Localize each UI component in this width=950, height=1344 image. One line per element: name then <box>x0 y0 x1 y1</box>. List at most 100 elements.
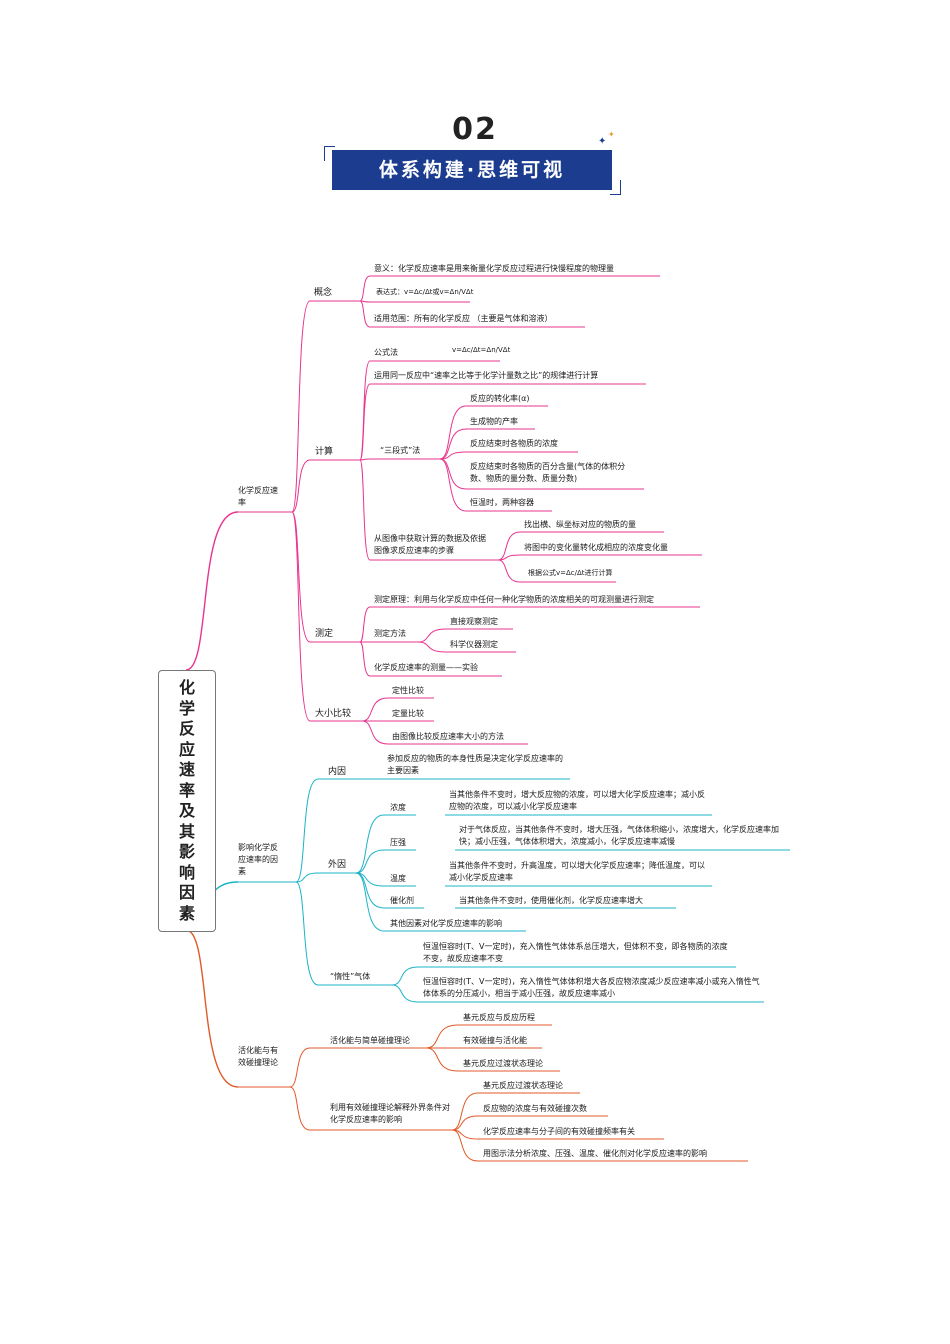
node-t3: 反应结束时各物质的浓度 <box>470 439 558 448</box>
connector-line <box>425 1024 459 1049</box>
node-inert2: 恒温恒容时(T、V一定时)，充入惰性气体体积增大各反应物浓度减少反应速率减小或充… <box>423 977 760 998</box>
node-compare: 大小比较 <box>315 709 352 719</box>
node-th-a: 活化能与简单碰撞理论 <box>330 1036 410 1045</box>
section-number: 02 <box>452 112 498 147</box>
node-b3: 化学反应速率与分子间的有效碰撞频率有关 <box>483 1127 635 1136</box>
connector-line <box>355 849 385 874</box>
connector-line <box>359 300 371 328</box>
connector-line <box>355 814 385 874</box>
connector-line <box>359 383 371 461</box>
node-t1: 反应的转化率(α) <box>470 394 530 403</box>
root-node: 化学反应速率及其影响因素 <box>158 670 216 932</box>
node-a1: 基元反应与反应历程 <box>463 1013 535 1022</box>
node-conc-d: 当其他条件不变时，增大反应物的浓度，可以增大化学反应速率；减小反应物的浓度，可以… <box>449 790 705 811</box>
node-k-graph: 从图像中获取计算的数据及依据图像求反应速率的步骤 <box>374 534 486 555</box>
root-label: 化学反应速率及其影响因素 <box>178 678 195 923</box>
connector-line <box>359 458 371 461</box>
node-cmp2: 定量比较 <box>392 709 424 718</box>
node-inert: “惰性”气体 <box>330 972 371 981</box>
node-cmp3: 由图像比较反应速率大小的方法 <box>392 732 504 741</box>
node-b2: 反应物的浓度与有效碰撞次数 <box>483 1104 587 1113</box>
connector-line <box>359 606 371 643</box>
connector-line <box>295 881 319 986</box>
sparkle-small-icon: ✦ <box>608 130 615 139</box>
node-t4: 反应结束时各物质的百分含量(气体的体积分数、物质的量分数、质量分数) <box>470 462 626 483</box>
node-temp: 温度 <box>390 874 406 883</box>
node-press-d: 对于气体反应，当其他条件不变时，增大压强，气体体积缩小，浓度增大，化学反应速率加… <box>459 825 779 846</box>
node-concept: 概念 <box>314 288 333 298</box>
node-t5: 恒温时，两种容器 <box>470 498 534 507</box>
node-internal: 内因 <box>328 767 347 777</box>
node-k-three: “三段式”法 <box>380 446 421 455</box>
node-calc: 计算 <box>315 447 334 457</box>
node-c-meaning: 意义：化学反应速率是用来衡量化学反应过程进行快慢程度的物理量 <box>374 264 614 273</box>
node-temp-d: 当其他条件不变时，升高温度，可以增大化学反应速率；降低温度，可以减小化学反应速率 <box>449 861 705 882</box>
connector-line <box>451 1129 479 1162</box>
node-cat: 催化剂 <box>390 896 414 905</box>
connector-line <box>439 458 467 512</box>
node-theory: 活化能与有效碰撞理论 <box>238 1046 278 1067</box>
connector-line <box>439 451 467 460</box>
connector-line <box>439 458 467 490</box>
connector-line <box>359 459 371 561</box>
connector-line <box>439 405 467 460</box>
connector-line <box>295 778 319 883</box>
connector-line <box>391 966 419 986</box>
connector-line <box>289 1086 311 1131</box>
node-k-formula-expr: v=Δc/Δt=Δn/VΔt <box>452 346 511 354</box>
connector-line <box>291 300 311 513</box>
node-b1: 基元反应过渡状态理论 <box>483 1081 563 1090</box>
node-press: 压强 <box>390 838 406 847</box>
connector-line <box>291 511 311 643</box>
node-b4: 用图示法分析浓度、压强、温度、催化剂对化学反应速率的影响 <box>483 1149 707 1158</box>
sparkle-icon: ✦ <box>598 136 607 147</box>
node-g2: 将图中的变化量转化成相应的浓度变化量 <box>524 543 668 552</box>
connector-line <box>361 720 389 745</box>
node-cat-d: 当其他条件不变时，使用催化剂，化学反应速率增大 <box>459 896 643 905</box>
node-c-scope: 适用范围：所有的化学反应 （主要是气体和溶液） <box>374 314 553 323</box>
section-title: 体系构建·思维可视 <box>332 150 612 190</box>
node-a2: 有效碰撞与活化能 <box>463 1036 527 1045</box>
node-external: 外因 <box>328 860 347 870</box>
connector-line <box>451 1092 479 1131</box>
header-bracket-right <box>610 180 621 195</box>
connector-line <box>359 641 371 677</box>
node-g1: 找出横、纵坐标对应的物质的量 <box>524 520 636 529</box>
connector-line <box>185 929 239 1088</box>
connector-line <box>359 275 371 302</box>
node-conc: 浓度 <box>390 803 406 812</box>
connector-line <box>289 1047 311 1088</box>
connector-line <box>497 559 521 583</box>
connector-line <box>355 872 385 909</box>
node-t2: 生成物的产率 <box>470 417 518 426</box>
connector-line <box>355 872 385 932</box>
connector-line <box>291 459 311 513</box>
node-c-expr: 表达式：v=Δc/Δt或v=Δn/VΔt <box>376 288 474 296</box>
connector-line <box>451 1115 479 1131</box>
node-rate: 化学反应速率 <box>238 486 278 507</box>
node-inert1: 恒温恒容时(T、V一定时)，充入惰性气体体系总压增大，但体积不变，即各物质的浓度… <box>423 942 728 963</box>
node-m-principle: 测定原理：利用与化学反应中任何一种化学物质的浓度相关的可观测量进行测定 <box>374 595 654 604</box>
node-th-b: 利用有效碰撞理论解释外界条件对化学反应速率的影响 <box>330 1103 450 1124</box>
node-m2: 科学仪器测定 <box>450 640 498 649</box>
node-g3: 根据公式v=Δc/Δt进行计算 <box>528 569 613 577</box>
node-factors: 影响化学反应速率的因素 <box>238 843 278 876</box>
node-internal-d: 参加反应的物质的本身性质是决定化学反应速率的主要因素 <box>387 754 563 775</box>
connector-line <box>439 428 467 460</box>
connector-line <box>361 697 389 722</box>
connector-line <box>497 531 521 561</box>
connector-line <box>417 628 447 643</box>
header-bracket-left <box>324 146 335 161</box>
node-measure: 测定 <box>315 629 334 639</box>
node-k-ratio: 运用同一反应中“速率之比等于化学计量数之比”的规律进行计算 <box>374 371 599 380</box>
connector-line <box>417 641 447 653</box>
node-m-exp: 化学反应速率的测量——实验 <box>374 663 478 672</box>
connector-line <box>291 511 311 722</box>
node-a3: 基元反应过渡状态理论 <box>463 1059 543 1068</box>
connector-line <box>391 984 419 1003</box>
connector-line <box>425 1047 459 1072</box>
connector-line <box>497 554 521 561</box>
connector-line <box>295 872 319 883</box>
node-m1: 直接观察测定 <box>450 617 498 626</box>
